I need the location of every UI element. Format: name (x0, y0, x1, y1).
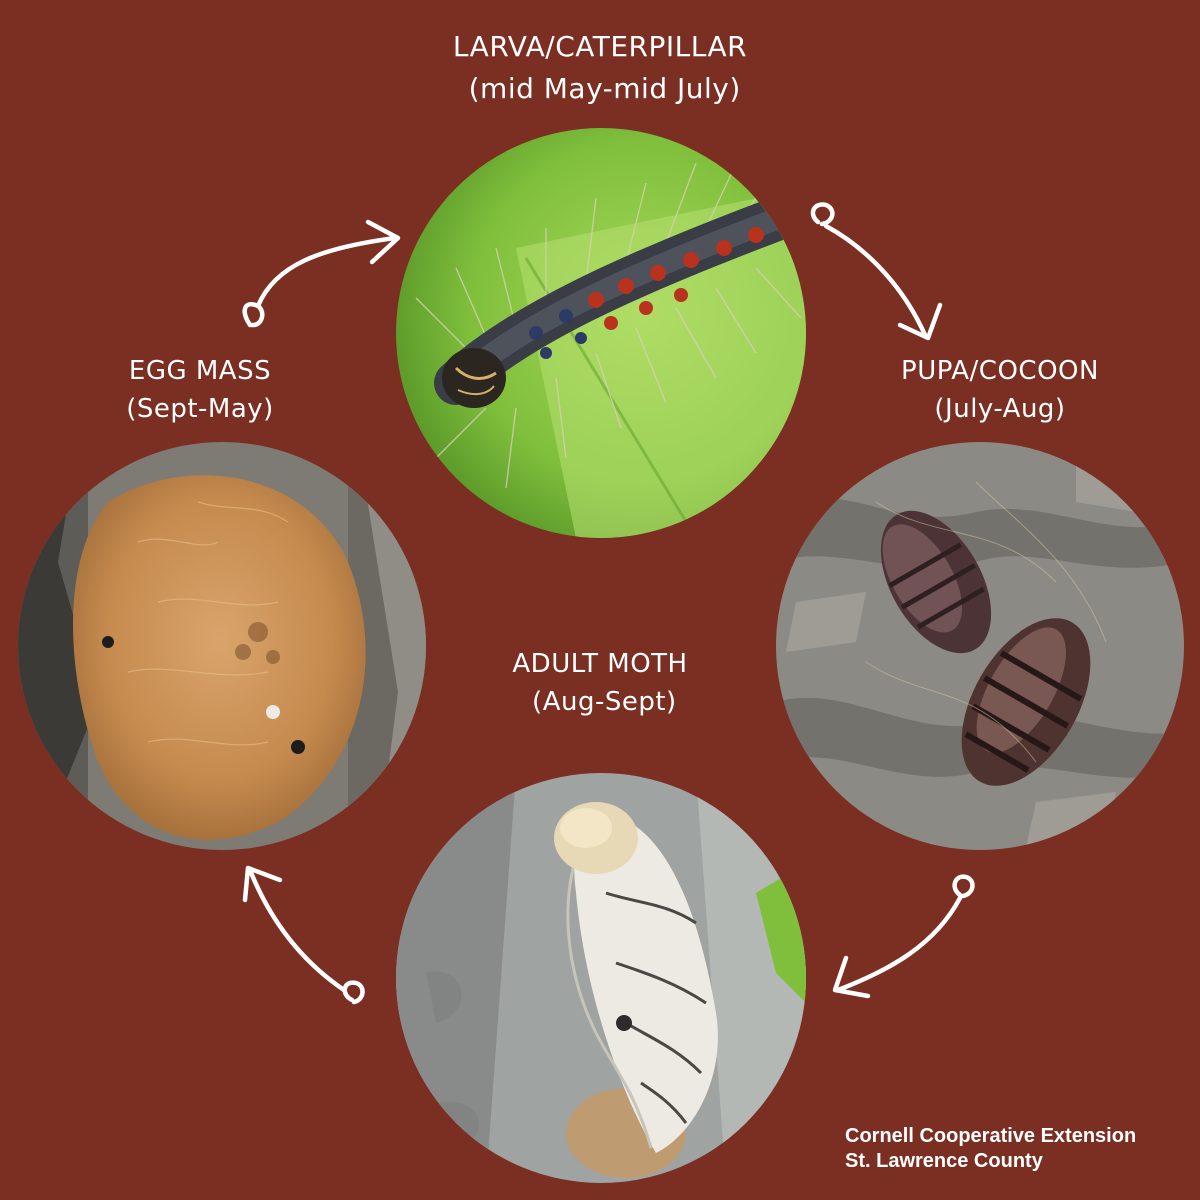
egg-stage-title: EGG MASS (128, 356, 272, 386)
adult-stage-period: (Aug-Sept) (523, 687, 677, 717)
credit-line-1: Cornell Cooperative Extension (845, 1125, 1137, 1147)
adult-stage-label: ADULT MOTH (Aug-Sept) (460, 645, 740, 721)
cycle-arrow-icon (242, 865, 365, 1005)
caterpillar-image (396, 128, 806, 538)
larva-stage-label: LARVA/CATERPILLAR (mid May-mid July) (350, 26, 850, 110)
cycle-arrow-icon (832, 874, 975, 999)
adult-stage-title: ADULT MOTH (512, 649, 688, 679)
pupa-photo (776, 442, 1184, 850)
larva-stage-title: LARVA/CATERPILLAR (452, 30, 748, 63)
cycle-arrow-icon (242, 219, 401, 328)
credit-line-2: St. Lawrence County (845, 1150, 1043, 1172)
egg-mass-photo (18, 442, 426, 850)
caterpillar-photo (396, 128, 806, 538)
egg-stage-label: EGG MASS (Sept-May) (70, 352, 330, 428)
organization-credit: Cornell Cooperative Extension St. Lawren… (845, 1124, 1136, 1174)
adult-moth-photo (396, 773, 806, 1183)
pupa-stage-period: (July-Aug) (934, 394, 1066, 424)
cycle-arrow-icon (810, 202, 943, 341)
egg-mass-image (18, 442, 426, 850)
pupa-image (776, 442, 1184, 850)
pupa-stage-title: PUPA/COCOON (901, 356, 1099, 386)
pupa-stage-label: PUPA/COCOON (July-Aug) (870, 352, 1130, 428)
larva-stage-period: (mid May-mid July) (459, 72, 741, 105)
egg-stage-period: (Sept-May) (126, 394, 274, 424)
adult-moth-image (396, 773, 806, 1183)
